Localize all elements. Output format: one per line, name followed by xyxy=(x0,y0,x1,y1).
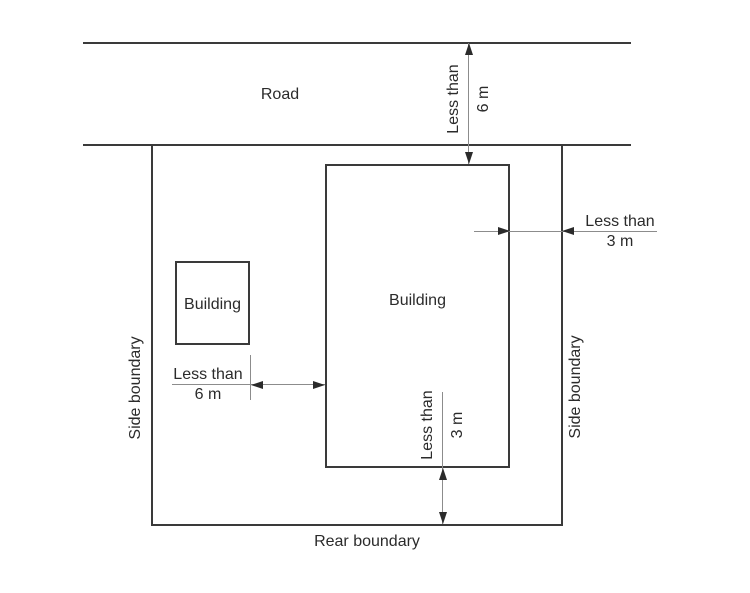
dim-building-to-side-label-line1: Less than xyxy=(585,213,655,230)
rear-boundary-label: Rear boundary xyxy=(314,533,420,550)
dim-road-to-building-label-line2: 6 m xyxy=(475,85,492,113)
dim-building-to-building-line xyxy=(172,384,325,385)
dim-building-to-building-extension-line xyxy=(250,355,251,400)
building-large-outline xyxy=(325,164,510,468)
side-boundary-left-label: Side boundary xyxy=(127,336,144,440)
dim-building-to-side-arrow-left-icon xyxy=(562,227,574,235)
dim-building-to-side-label-line2: 3 m xyxy=(606,233,634,250)
dim-building-to-rear-label-line2: 3 m xyxy=(449,411,466,439)
side-boundary-left-line xyxy=(151,144,153,526)
dim-road-to-building-arrow-up-icon xyxy=(465,43,473,55)
dim-building-to-rear-label: Less than 3 m xyxy=(413,385,473,465)
building-large-label: Building xyxy=(389,292,446,309)
dim-building-to-rear-label-line1: Less than xyxy=(419,390,436,460)
dim-building-to-building-label-line1: Less than xyxy=(173,366,243,383)
dim-building-to-building-arrow-right-icon xyxy=(313,381,325,389)
dim-building-to-rear-arrow-down-icon xyxy=(439,512,447,524)
building-small-label: Building xyxy=(184,296,241,313)
road-edge-bottom-line xyxy=(83,144,631,146)
dim-building-to-building-label-line2: 6 m xyxy=(194,386,222,403)
dim-road-to-building-line xyxy=(468,43,469,164)
dim-road-to-building-label-line1: Less than xyxy=(445,64,462,134)
dim-building-to-building-label: Less than 6 m xyxy=(168,365,248,405)
rear-boundary-line xyxy=(151,524,563,526)
dim-building-to-side-label: Less than 3 m xyxy=(575,212,665,252)
dim-building-to-building-arrow-left-icon xyxy=(251,381,263,389)
side-boundary-right-label: Side boundary xyxy=(567,335,584,439)
road-edge-top-line xyxy=(83,42,631,44)
dim-building-to-rear-line xyxy=(442,392,443,524)
road-label: Road xyxy=(260,86,300,103)
side-boundary-right-line xyxy=(561,144,563,526)
dim-road-to-building-arrow-down-icon xyxy=(465,152,473,164)
dim-road-to-building-label: Less than 6 m xyxy=(439,59,499,139)
dim-building-to-rear-arrow-up-icon xyxy=(439,468,447,480)
building-small-outline xyxy=(175,261,250,345)
dim-building-to-side-arrow-right-icon xyxy=(498,227,510,235)
